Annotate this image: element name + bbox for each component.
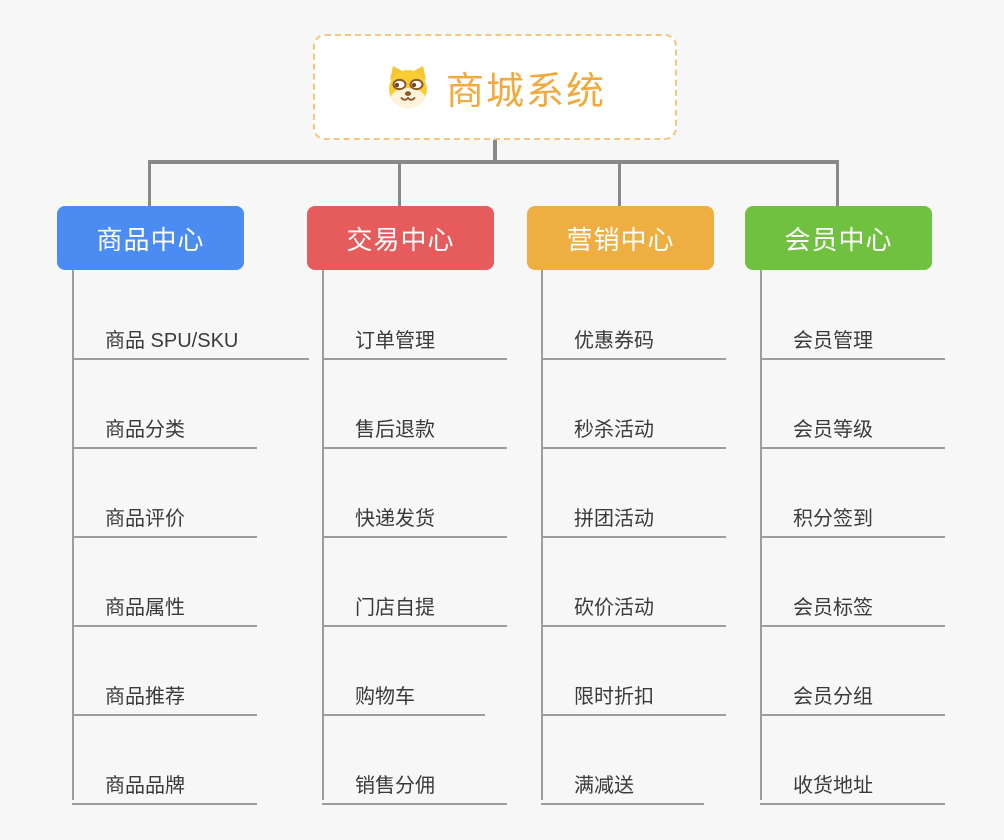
- leaf-item[interactable]: 会员等级: [760, 404, 945, 449]
- leaf-item[interactable]: 订单管理: [322, 315, 507, 360]
- leaf-item[interactable]: 商品 SPU/SKU: [72, 315, 309, 360]
- branch-node-members[interactable]: 会员中心: [745, 206, 932, 270]
- leaf-item[interactable]: 满减送: [541, 760, 704, 805]
- branch-spine-trade: [322, 270, 324, 800]
- leaf-item[interactable]: 拼团活动: [541, 493, 726, 538]
- leaf-item[interactable]: 会员管理: [760, 315, 945, 360]
- branch-spine-members: [760, 270, 762, 800]
- branch-spine-marketing: [541, 270, 543, 800]
- connector-drop-branch-3: [618, 160, 621, 206]
- leaf-item[interactable]: 商品属性: [72, 582, 257, 627]
- connector-drop-branch-4: [836, 160, 839, 206]
- connector-root-stem: [493, 140, 497, 160]
- leaf-item[interactable]: 商品评价: [72, 493, 257, 538]
- connector-drop-branch-1: [148, 160, 151, 206]
- leaf-item[interactable]: 会员分组: [760, 671, 945, 716]
- leaf-item[interactable]: 商品分类: [72, 404, 257, 449]
- leaf-item[interactable]: 砍价活动: [541, 582, 726, 627]
- leaf-item[interactable]: 会员标签: [760, 582, 945, 627]
- leaf-item[interactable]: 商品品牌: [72, 760, 257, 805]
- root-node[interactable]: 商城系统: [313, 34, 677, 140]
- branch-node-marketing[interactable]: 营销中心: [527, 206, 714, 270]
- leaf-item[interactable]: 限时折扣: [541, 671, 726, 716]
- leaf-item[interactable]: 秒杀活动: [541, 404, 726, 449]
- root-title: 商城系统: [445, 70, 606, 113]
- leaf-item[interactable]: 积分签到: [760, 493, 945, 538]
- leaf-item[interactable]: 商品推荐: [72, 671, 257, 716]
- dog-icon: [388, 66, 427, 108]
- connector-horizontal-bar: [148, 160, 839, 164]
- leaf-item[interactable]: 门店自提: [322, 582, 507, 627]
- leaf-item[interactable]: 购物车: [322, 671, 485, 716]
- leaf-item[interactable]: 销售分佣: [322, 760, 507, 805]
- branch-spine-products: [72, 270, 74, 800]
- leaf-item[interactable]: 优惠券码: [541, 315, 726, 360]
- branch-node-products[interactable]: 商品中心: [57, 206, 244, 270]
- leaf-item[interactable]: 收货地址: [760, 760, 945, 805]
- connector-drop-branch-2: [398, 160, 401, 206]
- branch-node-trade[interactable]: 交易中心: [307, 206, 494, 270]
- leaf-item[interactable]: 快递发货: [322, 493, 507, 538]
- leaf-item[interactable]: 售后退款: [322, 404, 507, 449]
